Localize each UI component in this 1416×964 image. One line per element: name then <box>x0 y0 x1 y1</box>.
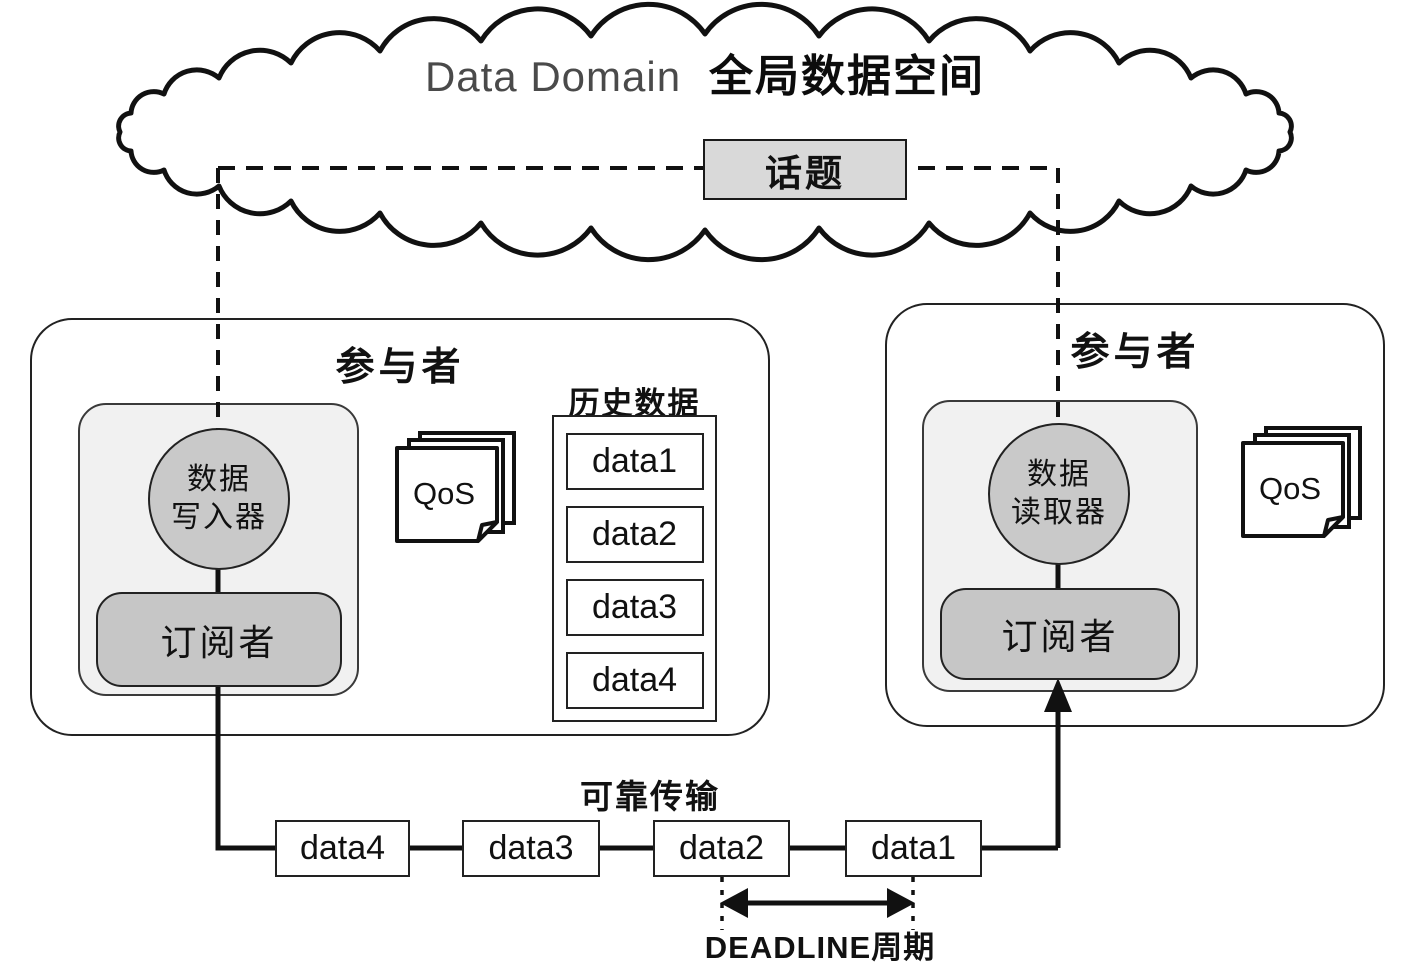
history-item: data1 <box>565 433 704 490</box>
qos-label-right: QoS <box>1259 471 1321 506</box>
history-item: data3 <box>565 579 704 636</box>
qos-pages-icon: QoS <box>1238 425 1370 543</box>
arrowhead-up <box>1044 678 1072 712</box>
data-reader-circle: 数据 读取器 <box>988 423 1130 565</box>
participant-right-title: 参与者 <box>1070 331 1200 374</box>
deadline-arrowhead-left <box>720 888 748 918</box>
queue-item: data4 <box>275 820 410 877</box>
reliable-transmission-label: 可靠传输 <box>580 778 720 815</box>
history-item: data4 <box>565 652 704 709</box>
deadline-period-label: DEADLINE周期 <box>704 930 936 964</box>
data-writer-circle: 数据 写入器 <box>148 428 290 570</box>
queue-item: data1 <box>845 820 982 877</box>
history-item: data2 <box>565 506 704 563</box>
cloud-outline <box>116 1 1294 263</box>
participant-left-title: 参与者 <box>335 346 465 389</box>
deadline-arrowhead-right <box>887 888 915 918</box>
qos-pages-icon: QoS <box>392 430 524 548</box>
topic-box: 话题 <box>703 139 907 200</box>
subscriber-box-right: 订阅者 <box>940 588 1180 680</box>
data-reader-label-line1: 数据 <box>1027 458 1091 491</box>
cloud-title-en: Data Domain <box>424 53 682 100</box>
history-panel: data1 data2 data3 data4 <box>552 415 717 722</box>
queue-item: data2 <box>653 820 790 877</box>
data-writer-label-line1: 数据 <box>187 463 251 496</box>
cloud-title: Data Domain 全局数据空间 <box>425 40 985 104</box>
qos-label-left: QoS <box>413 476 475 511</box>
data-reader-label-line2: 读取器 <box>1011 496 1107 529</box>
data-writer-label-line2: 写入器 <box>171 501 267 534</box>
cloud-title-zh: 全局数据空间 <box>709 52 986 101</box>
queue-item: data3 <box>462 820 600 877</box>
subscriber-box-left: 订阅者 <box>96 592 342 687</box>
